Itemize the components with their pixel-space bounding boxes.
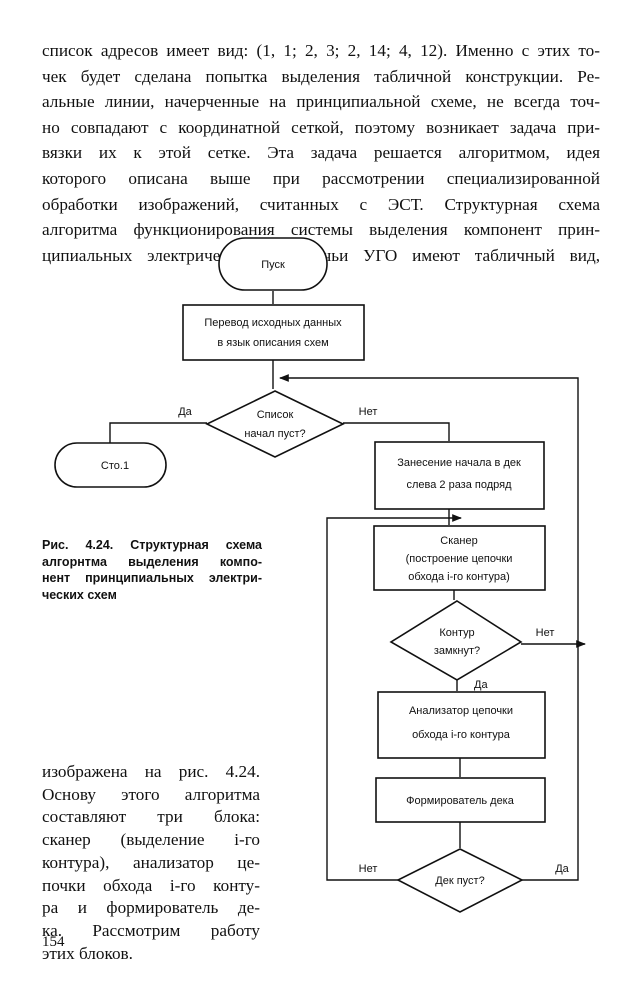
text-line: вязки их к этой сетке. Эта задача решает…: [42, 143, 600, 163]
scanner-block: Сканер (построение цепочки обхода i-го к…: [373, 525, 546, 591]
translate-block: Перевод исходных данных в язык описания …: [182, 304, 365, 361]
push-start-block: Занесение начала в дек слева 2 раза подр…: [374, 441, 545, 510]
yes-label: Да: [178, 406, 192, 418]
scanner-label-3: обхода i-го контура): [408, 571, 510, 583]
list-empty-label-1: Список: [257, 409, 294, 421]
yes-label: Да: [555, 863, 569, 875]
list-empty-decision: Список начал пуст?: [205, 390, 345, 458]
text-line: но совпадают с координатной сеткой, поэт…: [42, 117, 600, 137]
stop-terminal: Сто.1: [54, 442, 167, 488]
text-line: этих блоков.: [42, 943, 133, 963]
deque-empty-decision: Дек пуст?: [396, 848, 524, 913]
figure-caption: Рис. 4.24. Структурная схема алгорнтма в…: [42, 537, 262, 603]
text-line: Основу этого алгоритма: [42, 784, 260, 804]
contour-closed-label-1: Контур: [439, 627, 474, 639]
no-label: Нет: [359, 406, 378, 418]
caption-line: Рис. 4.24. Структурная схема: [42, 538, 262, 552]
push-start-label-1: Занесение начала в дек: [397, 457, 521, 469]
analyzer-label-2: обхода i-го контура: [412, 729, 511, 741]
text-line: алгоритма функционирования системы выдел…: [42, 220, 600, 240]
text-line: которого описана выше при рассмотрении с…: [42, 168, 600, 188]
start-terminal: Пуск: [218, 237, 328, 291]
analyzer-label-1: Анализатор цепочки: [409, 705, 513, 717]
text-line: составляют три блока:: [42, 807, 260, 827]
caption-line: нент принципиальных электри-: [42, 571, 262, 585]
connector-lines: [109, 291, 586, 881]
scanner-label-1: Сканер: [440, 535, 477, 547]
analyzer-block: Анализатор цепочки обхода i-го контура: [377, 691, 546, 759]
text-line: почки обхода i-го конту-: [42, 875, 260, 895]
scanner-label-2: (построение цепочки: [406, 553, 513, 565]
caption-line: алгорнтма выделения компо-: [42, 554, 262, 569]
no-label: Нет: [536, 627, 555, 639]
yes-label: Да: [474, 679, 488, 691]
page-number: 154: [42, 934, 65, 950]
translate-label-1: Перевод исходных данных: [204, 317, 342, 329]
text-line: сканер (выделение i-го: [42, 830, 260, 850]
stop-label: Сто.1: [101, 460, 129, 472]
contour-closed-label-2: замкнут?: [434, 645, 480, 657]
translate-label-2: в язык описания схем: [217, 337, 328, 349]
push-start-label-2: слева 2 раза подряд: [406, 479, 512, 491]
contour-closed-decision: Контур замкнут?: [389, 600, 523, 681]
text-line: список адресов имеет вид: (1, 1; 2, 3; 2…: [42, 41, 600, 60]
list-empty-label-2: начал пуст?: [244, 428, 305, 440]
text-line: альные линии, начерченные на принципиаль…: [42, 92, 600, 112]
deque-former-block: Формирователь дека: [375, 777, 546, 823]
deque-former-label: Формирователь дека: [406, 795, 515, 807]
start-label: Пуск: [261, 259, 285, 271]
text-line: ка. Рассмотрим работу: [42, 920, 260, 940]
body-paragraph-side: изображена на рис. 4.24. Основу этого ал…: [42, 761, 260, 965]
no-label: Нет: [359, 863, 378, 875]
caption-line: ческих схем: [42, 587, 117, 602]
text-line: чек будет сделана попытка выделения табл…: [42, 66, 600, 86]
text-line: изображена на рис. 4.24.: [42, 762, 260, 781]
text-line: ра и формирователь де-: [42, 898, 260, 918]
text-line: обработки изображений, считанных с ЭСТ. …: [42, 194, 600, 214]
deque-empty-label: Дек пуст?: [435, 875, 484, 887]
text-line: контура), анализатор це-: [42, 852, 260, 872]
